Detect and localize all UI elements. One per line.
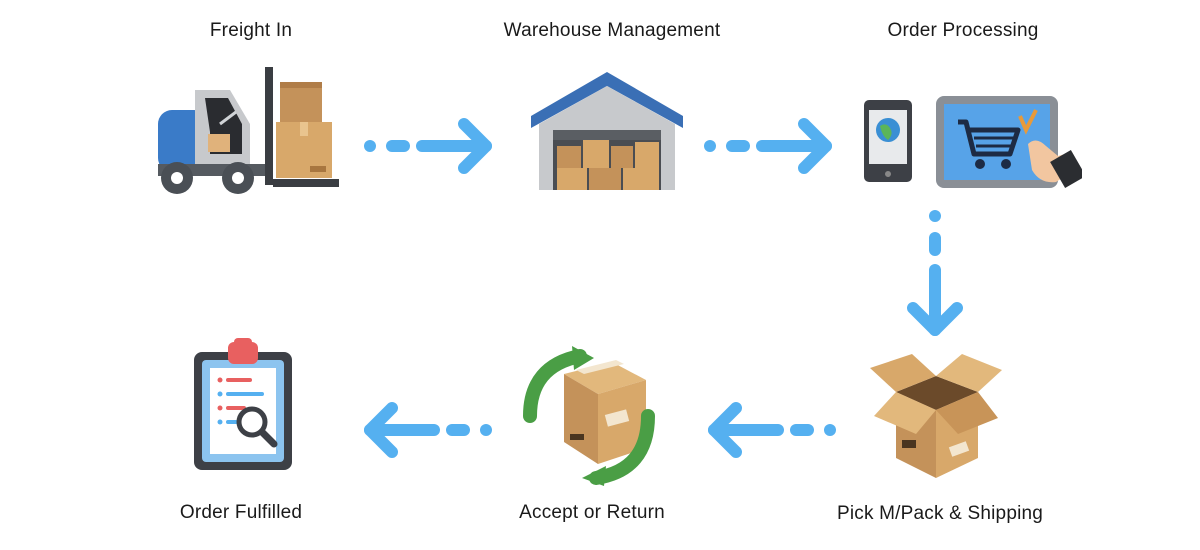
step-label-order-processing: Order Processing	[887, 20, 1039, 41]
flow-arrow-down	[907, 210, 963, 336]
step-label-pick-pack-shipping: Pick M/Pack & Shipping	[836, 503, 1044, 524]
step-label-warehouse-management: Warehouse Management	[503, 20, 721, 41]
clipboard-check-icon	[194, 338, 292, 470]
flow-arrow-left-1	[708, 402, 836, 458]
step-label-freight-in: Freight In	[209, 20, 293, 41]
step-label-accept-or-return: Accept or Return	[519, 502, 665, 523]
flow-arrow-left-2	[364, 402, 492, 458]
box-return-icon	[523, 346, 655, 486]
flow-arrow-right-2	[704, 118, 832, 174]
warehouse-icon	[531, 72, 683, 190]
step-label-order-fulfilled: Order Fulfilled	[179, 502, 303, 523]
flow-arrow-right-1	[364, 118, 492, 174]
online-order-icon	[864, 96, 1082, 188]
forklift-icon	[158, 67, 339, 194]
open-box-icon	[870, 354, 1002, 478]
